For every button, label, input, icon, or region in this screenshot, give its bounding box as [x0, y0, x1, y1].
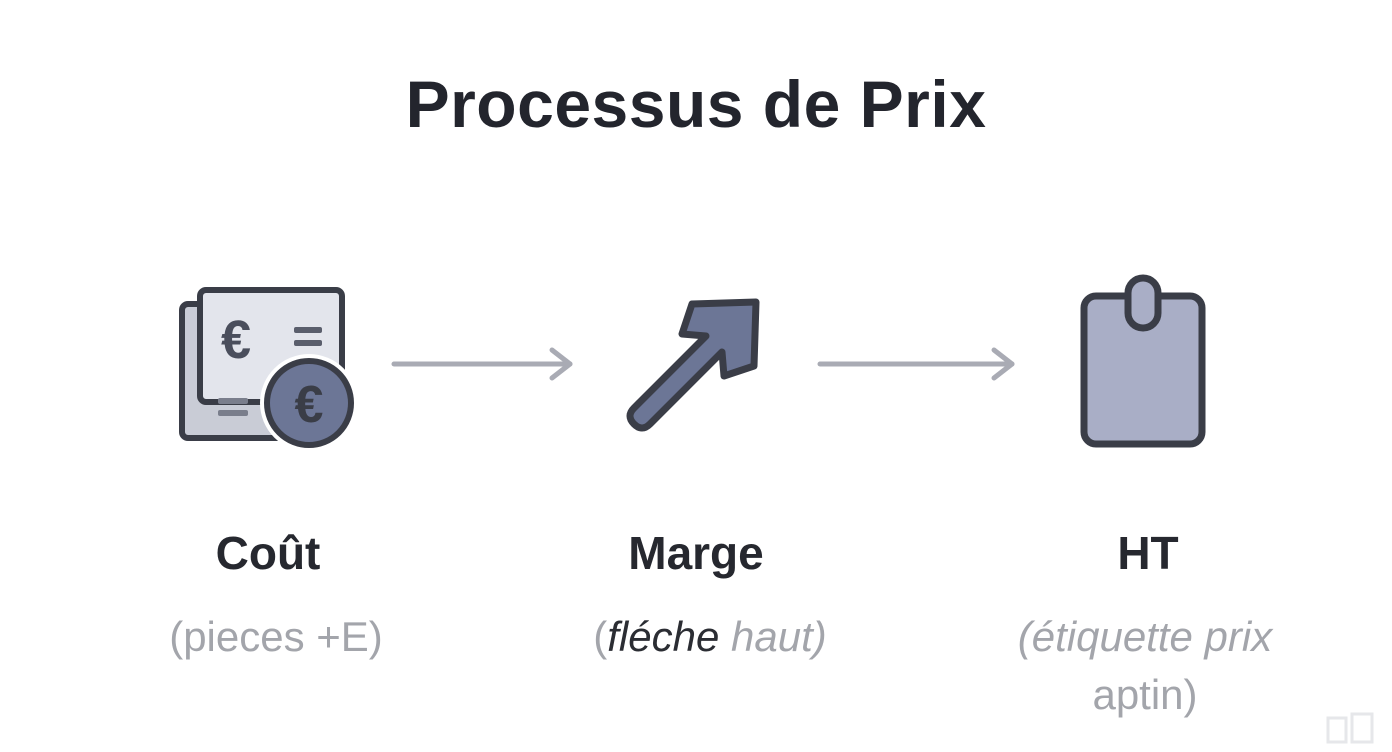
step-label-cout: Coût [215, 527, 321, 579]
description-emphasis: fléche [607, 613, 720, 660]
step-description-marge: (fléche haut) [520, 608, 900, 666]
diagram-title: Processus de Prix [405, 67, 987, 141]
arrow-right-icon [391, 347, 573, 381]
description-line-1: (étiquette prix [1017, 613, 1273, 660]
price-tag-icon [1080, 274, 1206, 448]
svg-text:€: € [221, 310, 251, 370]
corner-logo-icon [1326, 712, 1374, 744]
step-description-cout: (pieces +E) [169, 613, 383, 660]
euro-bills-and-coin-icon: € € [179, 287, 358, 452]
description-tail: haut) [719, 613, 827, 660]
description-paren-open: ( [593, 613, 608, 660]
arrow-right-icon [817, 347, 1015, 381]
svg-text:€: € [295, 376, 324, 434]
step-label-marge: Marge [628, 527, 764, 579]
step-description-ht: (étiquette prix aptin) [960, 608, 1330, 724]
step-label-ht: HT [1117, 527, 1179, 579]
arrow-up-right-icon [626, 298, 760, 432]
description-line-2: aptin) [1092, 671, 1198, 718]
